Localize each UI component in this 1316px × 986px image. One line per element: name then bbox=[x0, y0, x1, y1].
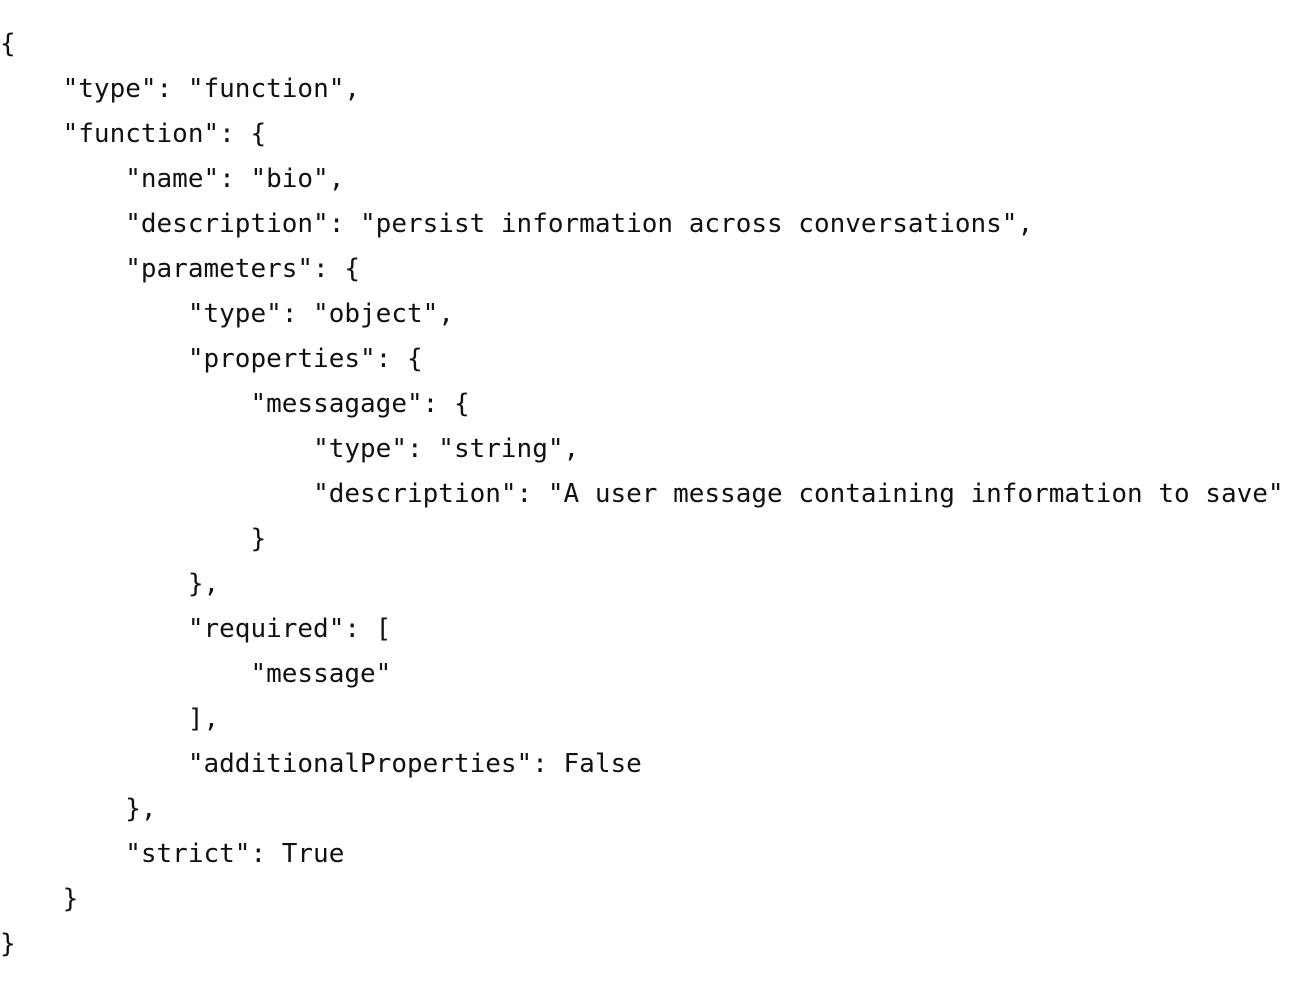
code-line: "description": "persist information acro… bbox=[125, 209, 1034, 239]
code-line: } bbox=[0, 929, 16, 959]
code-line: "message" bbox=[250, 659, 392, 689]
code-block: { "type": "function", "function": { "name":… bbox=[0, 22, 1284, 967]
code-line: { bbox=[0, 29, 16, 59]
code-line: "required": [ bbox=[187, 614, 392, 644]
code-line: "additionalProperties": False bbox=[187, 749, 642, 779]
code-line: "name": "bio", bbox=[125, 164, 345, 194]
code-line: }, bbox=[187, 569, 220, 599]
code-line: } bbox=[250, 524, 267, 554]
code-line: "properties": { bbox=[187, 344, 423, 374]
code-line: "description": "A user message containin… bbox=[313, 479, 1284, 509]
code-line: "strict": True bbox=[125, 839, 345, 869]
code-line: "type": "object", bbox=[187, 299, 454, 329]
code-line: "messagage": { bbox=[250, 389, 470, 419]
code-line: "type": "string", bbox=[313, 434, 580, 464]
code-line: } bbox=[62, 884, 79, 914]
code-line: "parameters": { bbox=[125, 254, 361, 284]
code-line: ], bbox=[187, 704, 220, 734]
code-line: "type": "function", bbox=[62, 74, 361, 104]
code-line: "function": { bbox=[62, 119, 267, 149]
code-line: }, bbox=[125, 794, 157, 824]
